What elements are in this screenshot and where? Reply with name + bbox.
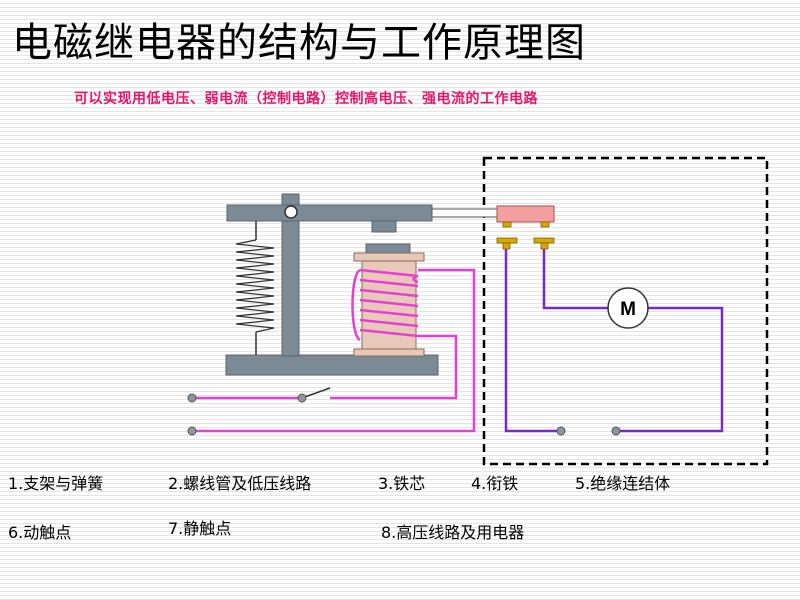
static-contact-stem xyxy=(502,242,511,250)
high-voltage-terminal xyxy=(611,426,621,436)
high-voltage-enclosure xyxy=(482,156,769,466)
legend-item-8: 8.高压线路及用电器 xyxy=(381,523,525,542)
static-contact xyxy=(533,237,555,244)
low-voltage-terminal xyxy=(187,426,197,436)
static-contact-stem xyxy=(540,242,549,250)
legend-item-6: 6.动触点 xyxy=(8,523,72,542)
high-voltage-circuit xyxy=(504,249,724,433)
legend-item-7: 7.静触点 xyxy=(168,519,232,538)
motor-icon xyxy=(607,287,649,329)
iron-core-top xyxy=(371,220,397,233)
page-title: 电磁继电器的结构与工作原理图 xyxy=(12,20,586,66)
armature xyxy=(226,204,433,222)
low-voltage-terminal xyxy=(187,393,197,403)
legend-item-4: 4.衔铁 xyxy=(471,474,519,493)
spring xyxy=(235,239,275,333)
moving-contact xyxy=(502,221,512,228)
solenoid-coil xyxy=(351,268,419,342)
support-post xyxy=(281,193,300,357)
coil-flange-top xyxy=(353,252,425,262)
coil-flange-bottom xyxy=(353,348,425,357)
high-voltage-terminal xyxy=(556,426,566,436)
static-contact xyxy=(496,237,518,244)
moving-contact xyxy=(540,221,550,228)
legend-item-1: 1.支架与弹簧 xyxy=(8,474,104,493)
base-plate xyxy=(225,354,439,376)
legend-item-5: 5.绝缘连结体 xyxy=(575,474,671,493)
legend-item-3: 3.铁芯 xyxy=(378,474,426,493)
low-voltage-circuit xyxy=(192,268,476,433)
insulating-rod xyxy=(431,208,498,218)
page-subtitle: 可以实现用低电压、弱电流（控制电路）控制高电压、强电流的工作电路 xyxy=(74,91,538,107)
motor-label: M xyxy=(620,299,636,320)
control-switch xyxy=(301,387,331,399)
insulating-connector xyxy=(496,205,555,223)
legend-item-2: 2.螺线管及低压线路 xyxy=(168,474,312,493)
core-cap xyxy=(365,243,411,254)
switch-terminal xyxy=(297,393,307,403)
pivot-pin xyxy=(284,205,298,219)
